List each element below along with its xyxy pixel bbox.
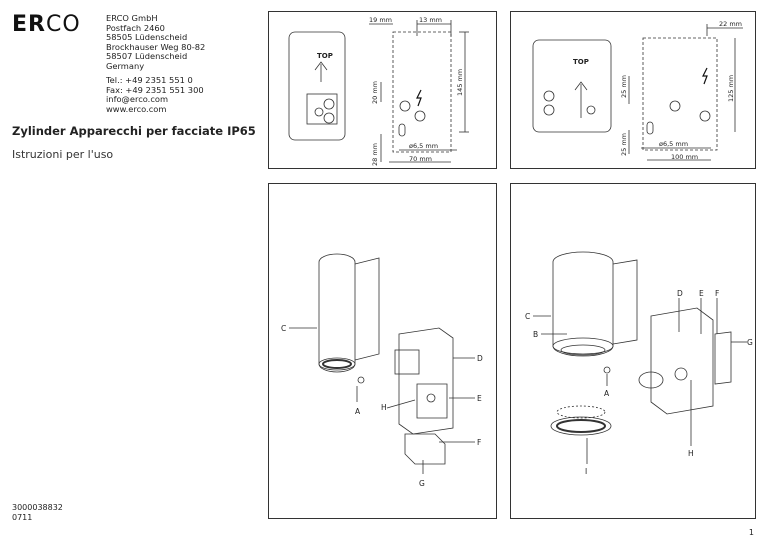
company-address: ERCO GmbH Postfach 2460 58505 Lüdenschei…	[106, 13, 206, 72]
electrical-hazard-icon	[702, 67, 708, 85]
address-line: ERCO GmbH	[106, 13, 158, 23]
electrical-hazard-icon	[416, 89, 422, 107]
contact-phone: Tel.: +49 2351 551 0	[106, 75, 193, 85]
dim-125mm: 125 mm	[727, 75, 735, 102]
diagram-exploded-view-2-svg: D E F C B G A H I	[525, 251, 753, 476]
page-number: 1	[748, 528, 754, 537]
callout-H: H	[381, 403, 387, 412]
diagram-exploded-view-2: D E F C B G A H I	[510, 183, 756, 519]
article-number: 3000038832	[12, 503, 63, 512]
diagram-mounting-large-svg: TOP 22 mm 25 mm 125 mm 25 mm ø6,5 mm 100…	[532, 20, 743, 161]
revision-code: 0711	[12, 512, 33, 522]
dim-hole: ø6,5 mm	[659, 140, 688, 148]
contact-website: www.erco.com	[106, 103, 167, 114]
address-line: Postfach 2460	[106, 22, 165, 33]
dim-70mm: 70 mm	[409, 155, 432, 163]
callout-F: F	[477, 438, 481, 447]
document-code: 3000038832 0711	[12, 503, 63, 522]
diagram-exploded-view-1: C D E A H F G	[268, 183, 497, 519]
dim-100mm: 100 mm	[671, 153, 698, 161]
callout-C: C	[281, 324, 286, 333]
erco-logo: ERCO	[12, 12, 81, 37]
dim-13mm: 13 mm	[419, 16, 442, 24]
top-label: TOP	[317, 52, 333, 60]
diagram-mounting-small-svg: TOP 19 mm 13 mm 20 mm 145 mm 28 mm ø6,5 …	[288, 16, 469, 166]
callout-F: F	[715, 289, 719, 298]
callout-C: C	[525, 312, 530, 321]
diagram-mounting-large: TOP 22 mm 25 mm 125 mm 25 mm ø6,5 mm 100…	[510, 11, 756, 169]
dim-19mm: 19 mm	[369, 16, 392, 24]
dim-25mm-bottom: 25 mm	[620, 133, 628, 156]
diagram-exploded-view-1-svg: C D E A H F G	[281, 253, 483, 488]
callout-H: H	[688, 449, 694, 458]
callout-A: A	[355, 407, 361, 416]
document-subtitle: Istruzioni per l'uso	[12, 148, 114, 161]
contact-email: info@erco.com	[106, 94, 169, 105]
dim-20mm: 20 mm	[371, 81, 379, 104]
callout-A: A	[604, 389, 610, 398]
callout-G: G	[419, 479, 425, 488]
address-line: Brockhauser Weg 80-82	[106, 41, 206, 52]
diagram-mounting-small: TOP 19 mm 13 mm 20 mm 145 mm 28 mm ø6,5 …	[268, 11, 497, 169]
address-line: 58505 Lüdenscheid	[106, 32, 188, 43]
company-contact: Tel.: +49 2351 551 0 Fax: +49 2351 551 3…	[106, 75, 204, 114]
callout-E: E	[699, 289, 704, 298]
top-label: TOP	[573, 58, 589, 66]
dim-25mm-top: 25 mm	[620, 75, 628, 98]
callout-D: D	[477, 354, 483, 363]
dim-28mm: 28 mm	[371, 143, 379, 166]
contact-fax: Fax: +49 2351 551 300	[106, 84, 204, 95]
address-line: 58507 Lüdenscheid	[106, 51, 188, 62]
callout-D: D	[677, 289, 683, 298]
callout-G: G	[747, 338, 753, 347]
document-title: Zylinder Apparecchi per facciate IP65	[12, 124, 256, 138]
dim-145mm: 145 mm	[456, 69, 464, 96]
dim-22mm: 22 mm	[719, 20, 742, 28]
callout-I: I	[585, 467, 587, 476]
dim-hole: ø6,5 mm	[409, 142, 438, 150]
callout-B: B	[533, 330, 538, 339]
callout-E: E	[477, 394, 482, 403]
address-line: Germany	[106, 60, 145, 71]
